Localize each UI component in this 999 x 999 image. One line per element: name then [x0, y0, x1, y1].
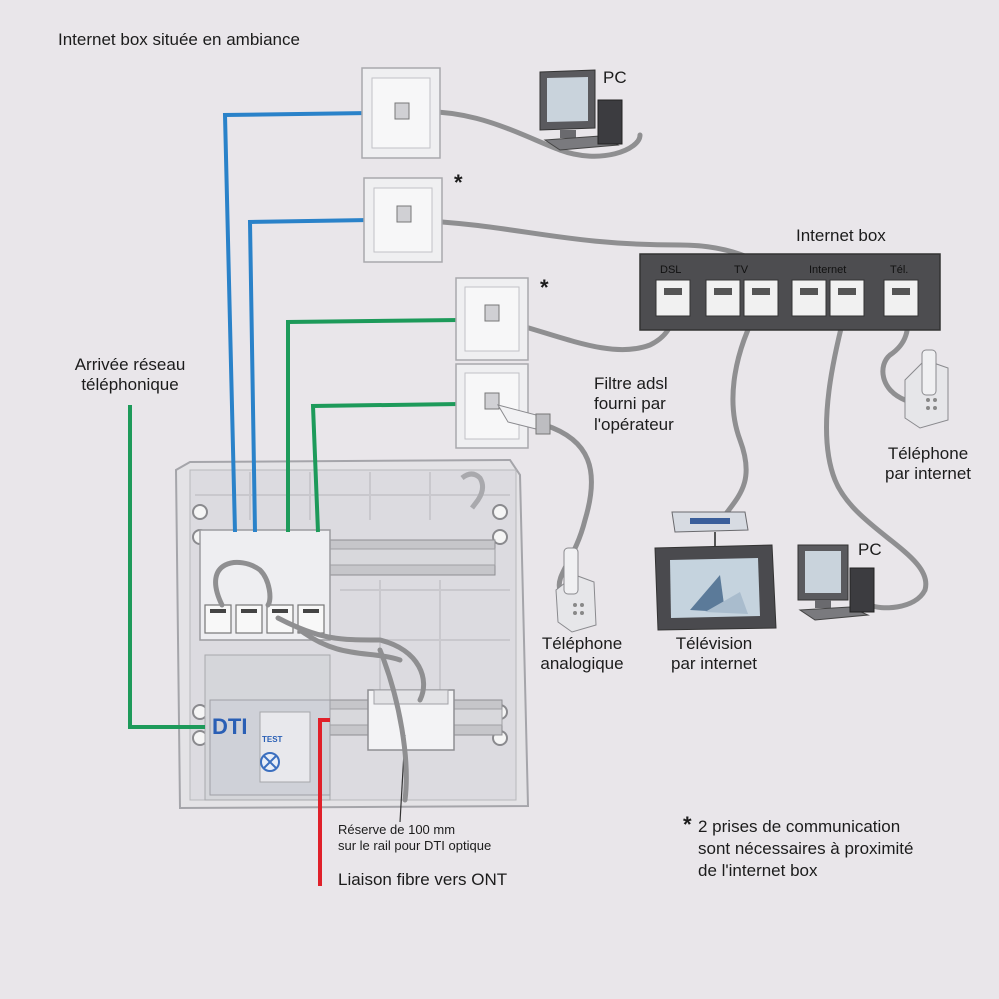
green-cables: [128, 318, 461, 729]
note-asterisk: *: [683, 812, 692, 837]
dti-label: DTI: [212, 714, 248, 739]
analog-phone-line2: analogique: [540, 654, 624, 674]
asterisk-outlet-2: *: [454, 170, 463, 195]
tv-label: Télévision par internet: [650, 634, 778, 675]
communication-panel: [174, 458, 530, 810]
network-arrival-line2: téléphonique: [81, 375, 179, 395]
network-arrival-label: Arrivée réseau téléphonique: [60, 355, 200, 396]
note-line1: 2 prises de communication: [698, 817, 901, 836]
pc-top-icon: [539, 69, 623, 151]
blue-cables: [222, 111, 371, 533]
analog-phone-label: Téléphone analogique: [524, 634, 640, 675]
tv-line1: Télévision: [675, 634, 753, 653]
wall-outlets: [361, 67, 551, 449]
internet-box-label: Internet box: [796, 226, 886, 245]
fibre-label: Liaison fibre vers ONT: [338, 870, 508, 889]
note-label: 2 prises de communication sont nécessair…: [698, 816, 913, 882]
port-label-tv: TV: [734, 264, 749, 276]
internet-box-device: DSL TV Internet Tél.: [639, 253, 941, 331]
analog-phone-line1: Téléphone: [541, 634, 623, 653]
internet-phone-line2: par internet: [885, 464, 971, 484]
adsl-filter-label: Filtre adsl fourni par l'opérateur: [594, 374, 674, 435]
port-label-internet: Internet: [809, 264, 846, 276]
internet-phone-label: Téléphone par internet: [868, 444, 988, 485]
tv-line2: par internet: [671, 654, 757, 674]
fibre-cable: [318, 718, 330, 886]
port-label-tel: Tél.: [890, 264, 908, 276]
adsl-filter-line2: fourni par: [594, 394, 666, 414]
internet-phone-icon: [904, 349, 949, 429]
pc-bottom-icon: [797, 544, 875, 621]
pc-bottom-label: PC: [858, 540, 882, 559]
test-label: TEST: [262, 735, 283, 744]
adsl-filter-line3: l'opérateur: [594, 414, 674, 434]
note-line2: sont nécessaires à proximité: [698, 839, 914, 859]
internet-phone-line1: Téléphone: [887, 444, 969, 463]
tv-icon: [654, 511, 777, 631]
network-arrival-line1: Arrivée réseau: [74, 355, 186, 374]
analog-phone-icon: [555, 547, 597, 633]
pc-top-label: PC: [603, 68, 627, 87]
diagram-title: Internet box située en ambiance: [58, 30, 300, 49]
asterisk-outlet-3: *: [540, 275, 549, 300]
port-label-dsl: DSL: [660, 264, 681, 276]
reserve-label: Réserve de 100 mm sur le rail pour DTI o…: [338, 822, 491, 853]
adsl-filter-line1: Filtre adsl: [594, 374, 668, 393]
reserve-line2: sur le rail pour DTI optique: [338, 837, 492, 853]
note-line3: de l'internet box: [698, 861, 818, 881]
reserve-line1: Réserve de 100 mm: [338, 822, 456, 837]
